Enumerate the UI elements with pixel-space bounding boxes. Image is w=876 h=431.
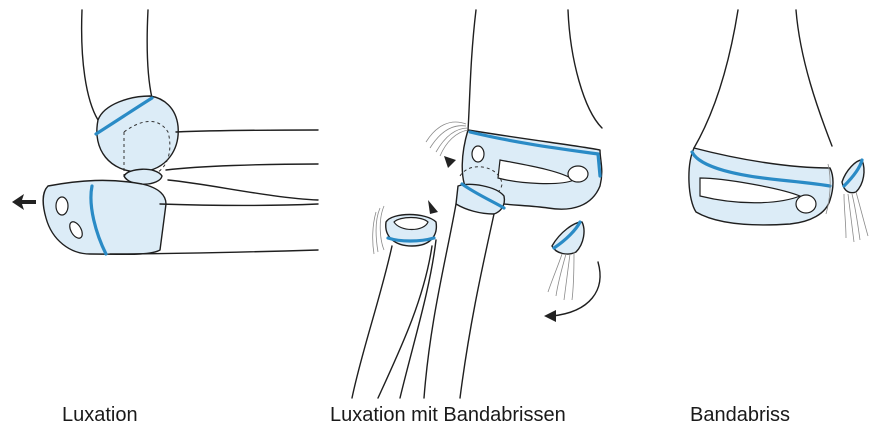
- ligament-fibers-radius: [373, 206, 384, 254]
- humerus-hole-mid-1: [472, 146, 484, 162]
- ligament-fibers-top: [426, 122, 468, 156]
- luxation-panel: [12, 10, 318, 254]
- ligament-fibers-right: [844, 192, 868, 242]
- arrow-small-2: [428, 200, 438, 214]
- direction-arrow-left: [12, 194, 36, 210]
- ulna-displaced: [43, 180, 166, 254]
- luxation-ligament-panel: [352, 10, 602, 398]
- ulna-hole-1: [56, 197, 68, 215]
- ligament-fibers-fragment: [548, 252, 574, 300]
- motion-arrowhead: [544, 310, 556, 322]
- ligament-rupture-panel: [689, 10, 868, 242]
- humerus-shaft-right: [694, 10, 832, 148]
- caption-ligament-rupture: Bandabriss: [690, 404, 790, 427]
- arrow-small-1: [444, 156, 456, 168]
- caption-luxation: Luxation: [62, 404, 138, 427]
- motion-curve: [552, 262, 600, 316]
- humerus-cartilage-mid-2: [598, 154, 600, 176]
- ulna-shaft-inner: [400, 240, 436, 398]
- humerus-hole-mid-3: [568, 166, 588, 182]
- humerus-hole-right-2: [796, 195, 816, 213]
- radius-upper: [166, 130, 318, 170]
- caption-luxation-ligament: Luxation mit Bandabrissen: [330, 404, 566, 427]
- radius-lower: [168, 180, 318, 200]
- humerus-shaft-mid: [468, 10, 602, 130]
